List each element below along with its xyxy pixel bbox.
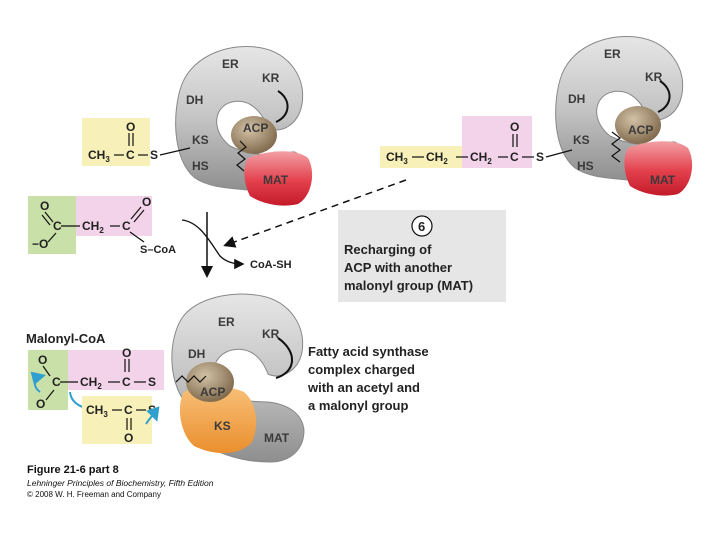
figure-copyright: © 2008 W. H. Freeman and Company — [27, 490, 161, 499]
acetyl-1-s: S — [150, 148, 158, 162]
malonyl-reactant-green-box — [28, 196, 76, 254]
malonyl-reactant-minus-o: −O — [32, 237, 48, 251]
step-number-circle — [411, 215, 433, 237]
bound-acetyl-o: O — [124, 431, 133, 445]
enzyme-2-mat-domain — [624, 141, 693, 196]
figure-title: Figure 21-6 part 8 — [27, 464, 119, 476]
malonyl-coa-label: Malonyl-CoA — [26, 331, 106, 346]
acetyl-1-c: C — [126, 148, 135, 162]
butyryl-ch3: CH3 — [386, 150, 408, 166]
butyryl-c: C — [510, 150, 519, 164]
enzyme-3-dh-label: DH — [188, 347, 205, 361]
enzyme-3-ks-label: KS — [214, 419, 231, 433]
enzyme-2-kr-label: KR — [645, 70, 663, 84]
malonyl-reactant-c2: C — [122, 219, 131, 233]
acetyl-1-o: O — [126, 120, 135, 134]
enzyme-3-er-label: ER — [218, 315, 235, 329]
bound-acetyl-yellow-box — [82, 396, 152, 444]
step-6-box: 6 Recharging of ACP with another malonyl… — [338, 210, 506, 302]
enzyme-1-hs-label: HS — [192, 159, 209, 173]
enzyme-2-mat-label: MAT — [650, 173, 676, 187]
step-text-line-2: ACP with another — [344, 260, 452, 275]
butyryl-ch2-a: CH2 — [426, 150, 448, 166]
acetyl-1-ch3: CH3 — [88, 148, 110, 164]
bound-malonyl-c1: C — [52, 375, 61, 389]
malonyl-reactant-c1: C — [53, 219, 62, 233]
butyryl-pink-box — [462, 116, 532, 168]
butyryl-ch2-b: CH2 — [470, 150, 492, 166]
enzyme-3-pantetheine-arm — [175, 375, 207, 383]
step-text-line-3: malonyl group (MAT) — [344, 278, 473, 293]
bound-malonyl-ch2: CH2 — [80, 375, 102, 391]
enzyme-1-kr-link — [275, 90, 289, 123]
s-coa-label: S–CoA — [140, 244, 176, 256]
acetyl-group-1: CH3 C O S — [82, 118, 191, 166]
enzyme-3-mat-label: MAT — [264, 431, 290, 445]
enzyme-1-mat-domain — [244, 151, 313, 206]
enzyme-3-acp-domain — [186, 362, 234, 402]
malonyl-reactant-o-right: O — [142, 195, 151, 209]
enzyme-1-mat-label: MAT — [263, 173, 289, 187]
product-description: Fatty acid synthase complex charged with… — [307, 344, 429, 413]
malonyl-coa-reactant: O C −O CH2 C O S–CoA — [28, 195, 176, 256]
description-line-3: with an acetyl and — [307, 380, 420, 395]
enzyme-2-acp-label: ACP — [628, 123, 653, 137]
enzyme-3-kr-label: KR — [262, 327, 280, 341]
enzyme-1-pantetheine-arm — [236, 140, 247, 172]
description-line-2: complex charged — [308, 362, 415, 377]
bound-malonyl-s: S — [148, 375, 156, 389]
enzyme-complex-2: ER KR DH KS HS ACP MAT — [555, 36, 693, 196]
reaction-arrows: CoA-SH — [181, 179, 407, 278]
bound-acetyl-c: C — [124, 403, 133, 417]
recycle-dashed-arrow — [223, 179, 407, 248]
enzyme-3-ks-domain — [179, 386, 257, 454]
malonyl-reactant-ch2: CH2 — [82, 219, 104, 235]
enzyme-2-pantetheine-arm — [611, 131, 621, 163]
enzyme-1-acp-label: ACP — [243, 121, 268, 135]
butyryl-group: CH3 CH2 CH2 C O S — [380, 116, 573, 168]
acetyl-1-yellow-box — [82, 118, 150, 166]
bound-malonyl-c2: C — [122, 375, 131, 389]
enzyme-1-acp-domain — [231, 116, 277, 154]
enzyme-1-er-label: ER — [222, 57, 239, 71]
enzyme-1-kr-label: KR — [262, 71, 280, 85]
enzyme-2-hs-label: HS — [577, 159, 594, 173]
coa-release-arrow — [181, 219, 245, 270]
description-line-4: a malonyl group — [308, 398, 408, 413]
enzyme-complex-1: ER KR DH KS HS ACP MAT — [175, 46, 313, 206]
enzyme-2-dh-label: DH — [568, 92, 585, 106]
butyryl-s: S — [536, 150, 544, 164]
coa-sh-label: CoA-SH — [250, 259, 292, 271]
enzyme-2-er-label: ER — [604, 47, 621, 61]
enzyme-3-acp-label: ACP — [200, 385, 225, 399]
bound-malonyl-o-right: O — [122, 346, 131, 360]
decarboxylation-arrow — [30, 371, 46, 393]
bound-malonyl-group: O C O CH2 C O S — [28, 346, 164, 418]
bound-acetyl-group: CH3 C O S — [82, 396, 160, 445]
bound-acetyl-ch3: CH3 — [86, 403, 108, 419]
butyryl-o: O — [510, 120, 519, 134]
enzyme-complex-3: ER KR DH ACP KS MAT — [171, 293, 305, 463]
bound-malonyl-o-top: O — [38, 353, 47, 367]
step-number: 6 — [418, 219, 425, 234]
bound-malonyl-o-bottom: O — [36, 397, 45, 411]
bound-malonyl-pink-box — [68, 350, 164, 390]
figure-book-credit: Lehninger Principles of Biochemistry, Fi… — [27, 478, 214, 488]
bound-malonyl-green-box — [28, 350, 68, 410]
step-text-line-1: Recharging of — [344, 242, 432, 257]
description-line-1: Fatty acid synthase — [308, 344, 429, 359]
enzyme-2-acp-domain — [615, 106, 661, 144]
malonyl-reactant-o-top: O — [40, 199, 49, 213]
thioester-attack-arrow — [145, 406, 160, 425]
enzyme-1-dh-label: DH — [186, 93, 203, 107]
enzyme-3-kr-link — [275, 337, 293, 379]
enzyme-1-ks-label: KS — [192, 133, 209, 147]
enzyme-2-kr-link — [657, 80, 671, 113]
enzyme-2-ks-label: KS — [573, 133, 590, 147]
